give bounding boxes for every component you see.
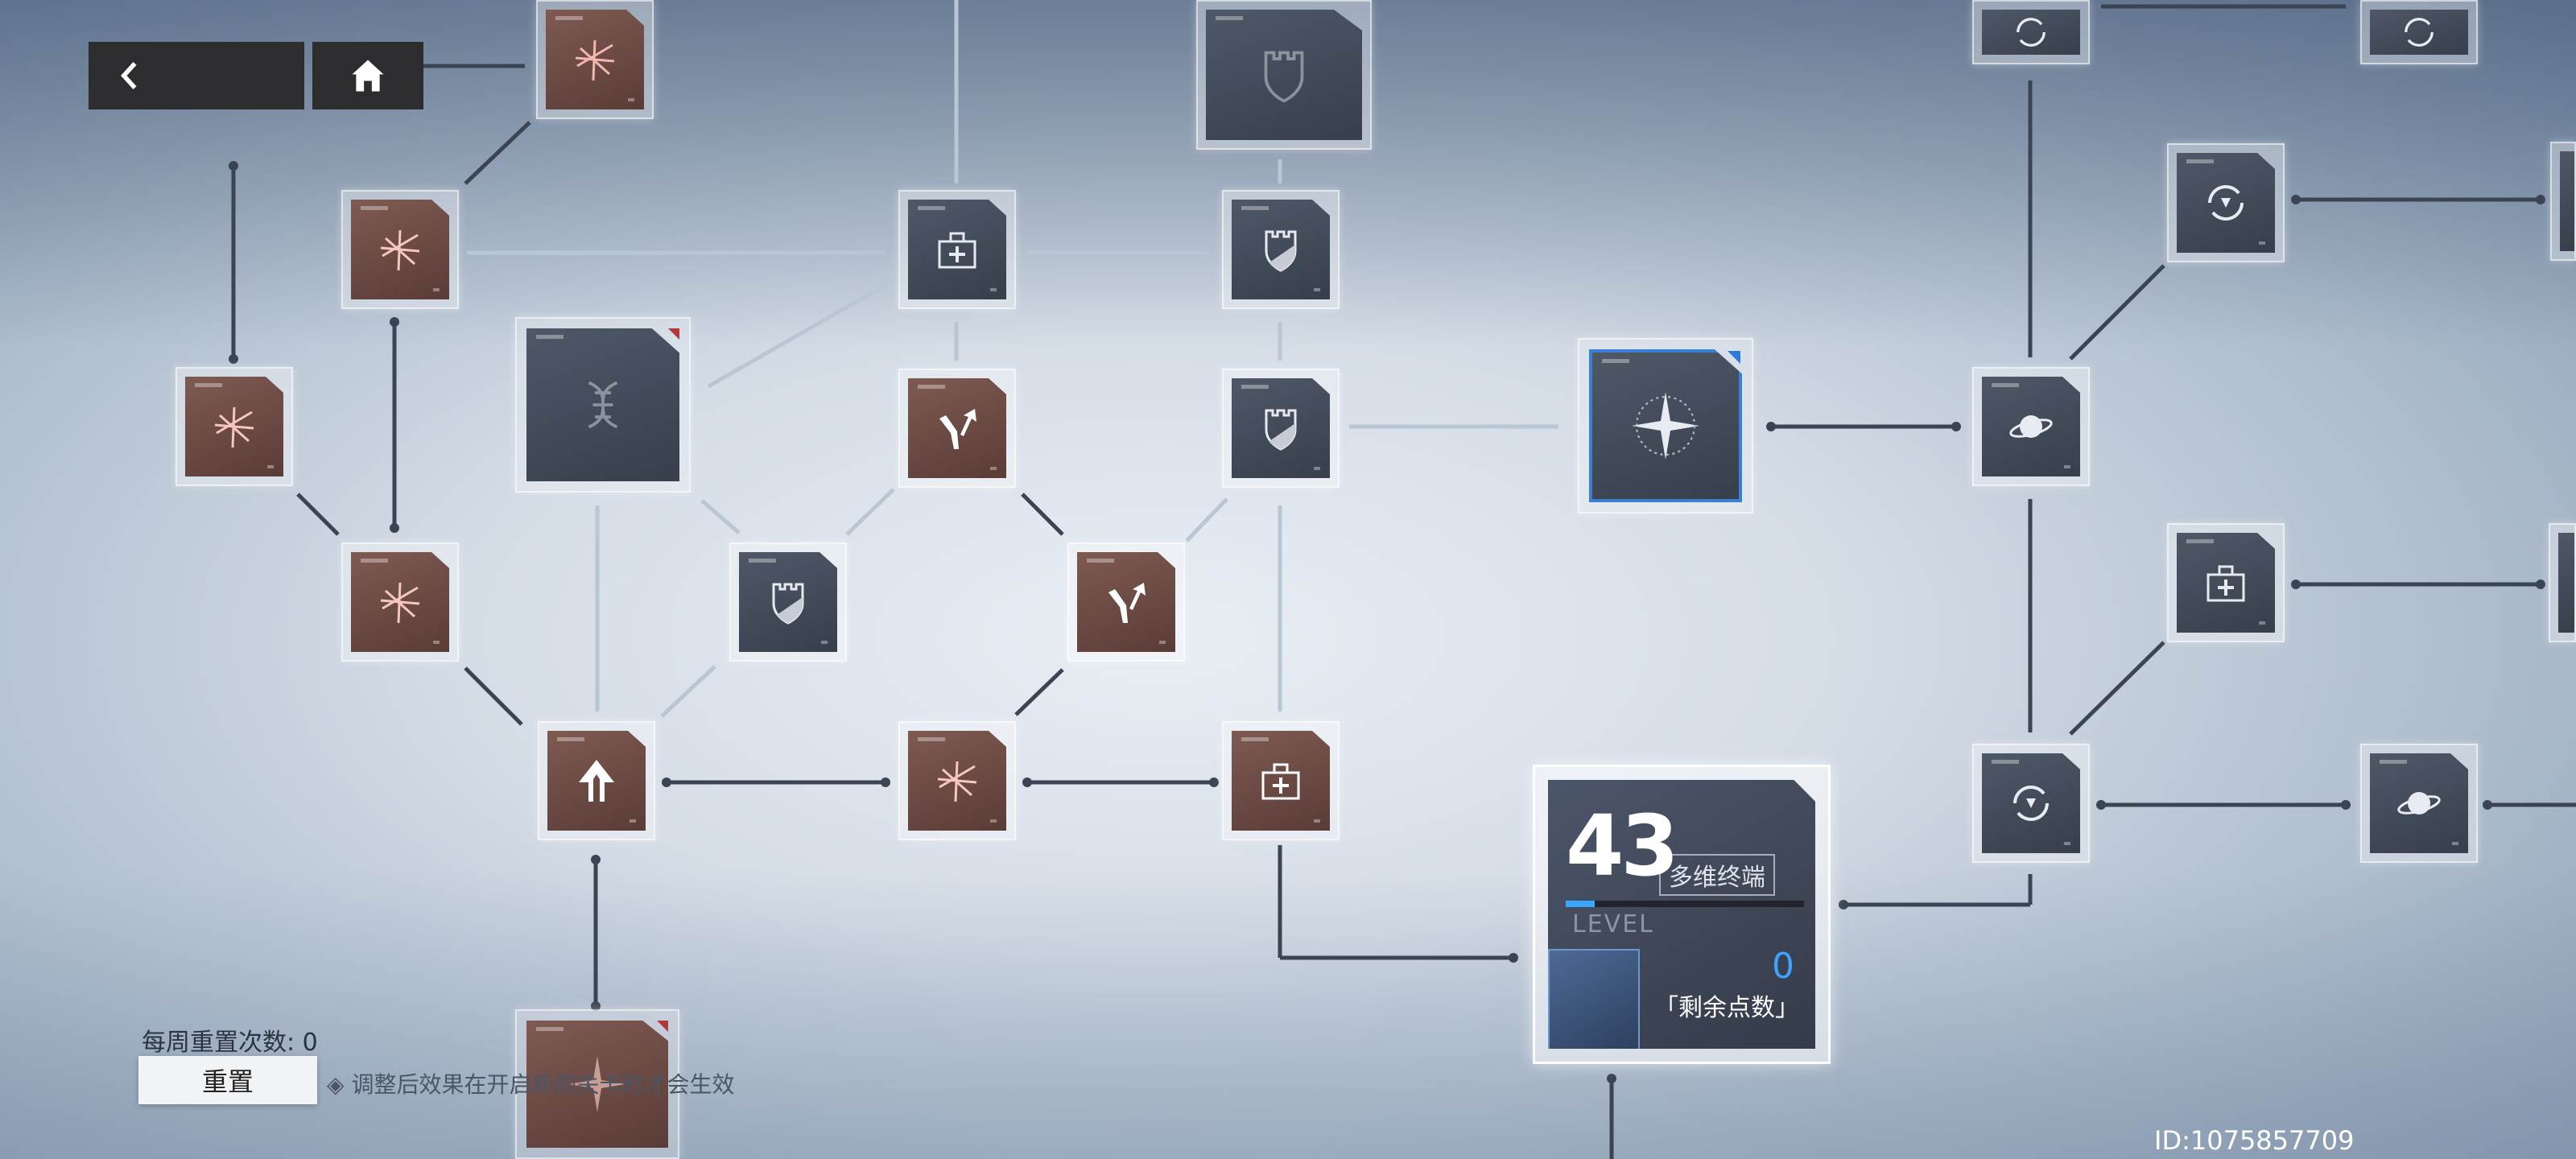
level-label: LEVEL: [1572, 910, 1654, 938]
skill-node[interactable]: [2167, 143, 2285, 262]
shield-icon: [772, 583, 804, 625]
shards-icon: [380, 582, 420, 624]
recycle-icon: [2208, 185, 2244, 221]
skill-node[interactable]: [1222, 721, 1340, 840]
skill-node[interactable]: [1067, 542, 1185, 662]
home-button[interactable]: [312, 42, 423, 109]
level-card-thumbnail: [1548, 949, 1640, 1049]
back-arrow-icon: [121, 62, 137, 89]
skill-node[interactable]: [1972, 0, 2090, 64]
skill-node-large[interactable]: [515, 1009, 679, 1159]
weekly-reset-count: 每周重置次数: 0: [142, 1029, 318, 1057]
skill-node[interactable]: [1972, 367, 2090, 486]
skill-node[interactable]: [898, 369, 1016, 488]
skill-node[interactable]: [1972, 744, 2090, 863]
skill-node[interactable]: [175, 367, 293, 486]
dna-icon: [588, 381, 618, 429]
shield-icon: [1265, 409, 1297, 451]
shards-icon: [937, 761, 977, 802]
diamond-icon: ◈: [327, 1071, 352, 1098]
skill-node[interactable]: [536, 0, 654, 119]
skill-node[interactable]: [341, 190, 459, 309]
shards-icon: [575, 39, 615, 81]
up-arrow-icon: [579, 760, 614, 802]
level-name: 多维终端: [1659, 854, 1775, 896]
skill-node[interactable]: [729, 542, 847, 662]
recycle-icon: [2405, 18, 2434, 47]
remaining-points-label: 「剩余点数」: [1654, 994, 1799, 1022]
remaining-points-value: 0: [1772, 946, 1794, 987]
skill-node[interactable]: [898, 190, 1016, 309]
level-card[interactable]: 43 多维终端 LEVEL 0 「剩余点数」: [1533, 765, 1831, 1064]
skill-node-large[interactable]: [1578, 338, 1753, 514]
skill-node[interactable]: [2360, 0, 2478, 64]
reset-note: ◈ 调整后效果在开启新的关卡时才会生效: [327, 1071, 735, 1098]
level-progress-fill: [1566, 901, 1595, 907]
shield-icon: [1264, 51, 1304, 103]
reset-button[interactable]: 重置: [138, 1056, 317, 1104]
skill-node[interactable]: [898, 721, 1016, 840]
medkit-icon: [2207, 565, 2245, 602]
medkit-icon: [1261, 763, 1300, 800]
shield-icon: [1265, 230, 1297, 272]
planet-icon: [2397, 792, 2441, 815]
skill-node[interactable]: [1222, 190, 1340, 309]
shards-icon: [214, 406, 254, 448]
skill-node-partial[interactable]: [2549, 523, 2576, 642]
skill-node[interactable]: [2360, 744, 2478, 863]
skill-node-large[interactable]: [515, 317, 691, 493]
compass-star-icon: [1632, 392, 1699, 460]
skill-node-large[interactable]: [1196, 0, 1372, 150]
split-arrow-icon: [939, 409, 976, 449]
level-progress-bar: [1566, 901, 1804, 907]
home-icon: [352, 60, 384, 92]
recycle-icon: [2017, 18, 2046, 47]
planet-icon: [2009, 415, 2053, 438]
split-arrow-icon: [1108, 583, 1146, 623]
skill-node-partial[interactable]: [2550, 142, 2576, 261]
skill-node[interactable]: [2167, 523, 2285, 642]
recycle-icon: [2013, 786, 2049, 821]
user-id: ID:1075857709: [2154, 1125, 2355, 1156]
skill-node[interactable]: [341, 542, 459, 662]
shards-icon: [380, 229, 420, 271]
skill-node[interactable]: [1222, 369, 1340, 488]
medkit-icon: [938, 232, 976, 269]
back-button[interactable]: [89, 42, 304, 109]
skill-node[interactable]: [538, 721, 655, 840]
compass-star-icon: [569, 1056, 625, 1112]
